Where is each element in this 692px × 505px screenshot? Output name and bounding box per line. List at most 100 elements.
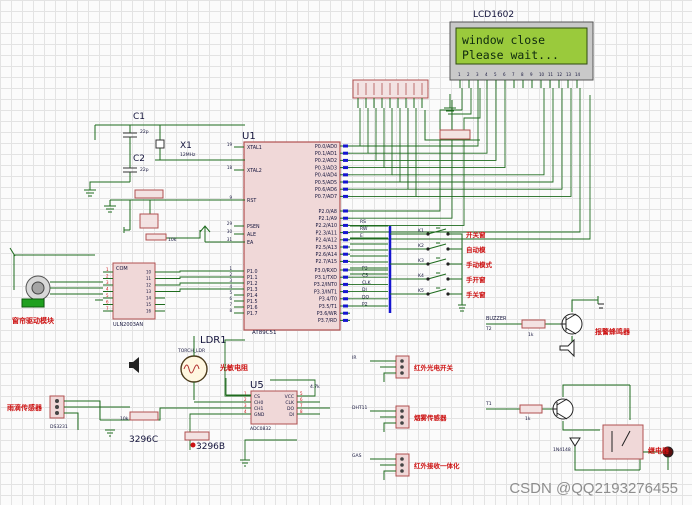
sensor-label: 红外光电开关 (414, 363, 454, 372)
key-contact (446, 277, 450, 281)
sensor-pin (400, 463, 404, 467)
motor-to-driver-wire (95, 281, 103, 301)
key-label: 手开窗 (466, 275, 486, 284)
mcu-right-pin-marker (343, 223, 348, 227)
adc-pin-num: 6 (300, 397, 303, 402)
mcu-left-pin-num: 4 (229, 284, 232, 289)
mcu-right-pin-marker (343, 194, 348, 198)
p3-net-label: DI (362, 287, 367, 293)
data-bus-wires (350, 88, 591, 240)
lcd-pin-num: 10 (539, 72, 545, 77)
net-label: E (360, 233, 363, 239)
mcu-u1[interactable]: U1 AT89C51 XTAL119XTAL218RST9PSEN29ALE30… (227, 131, 350, 336)
crystal-circuit[interactable] (94, 124, 245, 183)
mcu-left-pin-label: P1.4 (247, 293, 258, 299)
stepper-motor[interactable] (9, 247, 95, 308)
net-label: RW (360, 226, 368, 232)
mcu-right-pin-marker (343, 290, 348, 294)
mcu-right-pin-marker (343, 268, 348, 272)
p0-to-rp-wire (350, 108, 401, 183)
driver-pin-num: 1 (106, 267, 109, 272)
p0-to-lcd-wire (416, 88, 572, 197)
lcd-screen (455, 27, 588, 65)
relay-circuit[interactable] (486, 384, 674, 471)
sensor-pin (400, 469, 404, 473)
rp1-body (352, 79, 429, 99)
key-contact (446, 262, 450, 266)
mcu-right-pin-marker (343, 216, 348, 220)
mcu-left-pin-label: PSEN (247, 224, 260, 230)
mcu-right-pin-marker (343, 245, 348, 249)
p3-net-label: P3 (362, 266, 368, 272)
mcu-right-pin-marker (343, 173, 348, 177)
lcd-pin-num: 8 (521, 72, 524, 77)
rain-sensor[interactable] (49, 395, 250, 437)
mcu-left-pin-label: P1.3 (247, 287, 258, 293)
resistor-pack-rp1[interactable] (352, 79, 429, 108)
driver-com: COM (116, 266, 128, 272)
driver-pin-num: 5 (106, 293, 109, 298)
mcu-right-pin-marker (343, 231, 348, 235)
lcd-pin-num: 13 (566, 72, 572, 77)
lcd-pin-num: 1 (458, 72, 461, 77)
r-value: 10k (120, 416, 129, 422)
sensor-net: GAS (352, 453, 362, 459)
mcu-right-pin-label: P3.7/RD (318, 318, 337, 324)
mcu-right-pin-label: P3.0/RXD (315, 268, 338, 274)
buzzer-circuit[interactable] (486, 296, 604, 358)
key-net: K4 (418, 273, 424, 279)
mcu-right-pin-label: P0.6/AD6 (315, 187, 337, 193)
adc-part: ADC0832 (250, 426, 271, 432)
net-label: T2 (485, 326, 492, 332)
key-wire (390, 242, 463, 255)
lcd-contrast-pot[interactable] (424, 94, 480, 148)
key-wire (390, 272, 463, 285)
mcu-right-pin-marker (343, 158, 348, 162)
lcd-pin-num: 14 (575, 72, 581, 77)
driver-pin-num: 3 (106, 280, 109, 285)
key-contact (426, 277, 430, 281)
r-value: 1k (525, 416, 531, 422)
adc-ref: U5 (250, 380, 264, 391)
mcu-right-pin-label: P0.0/AD0 (315, 144, 337, 150)
mcu-left-pin-num: 3 (229, 278, 232, 283)
mcu-right-pin-marker (343, 252, 348, 256)
mcu-ref: U1 (242, 131, 256, 142)
pot-3296b[interactable] (184, 431, 210, 448)
adc-pin-label: CH1 (254, 406, 264, 412)
reset-circuit[interactable] (110, 189, 245, 241)
p3-net-label: CLK (362, 280, 372, 286)
mcu-right-pin-label: P0.4/AD4 (315, 173, 337, 179)
p0-to-lcd-wire (392, 88, 545, 176)
mcu-right-pin-marker (343, 282, 348, 286)
key-net: K5 (418, 288, 424, 294)
key-net: K2 (418, 243, 424, 249)
x1-value: 12MHz (180, 152, 196, 158)
key-wire (390, 227, 463, 240)
adc-pin-label: DI (289, 412, 294, 418)
ldr-sensor[interactable]: LDR1 TORCH_LDR (177, 335, 227, 400)
driver-wire (165, 282, 234, 286)
sensor-pin (400, 409, 404, 413)
mcu-right-pin-label: P2.2/A10 (315, 223, 337, 229)
ldr-part: TORCH_LDR (177, 348, 205, 354)
driver-pin-name: 15 (146, 302, 152, 307)
lcd-pin-num: 6 (503, 72, 506, 77)
adc-pin-num: 2 (244, 397, 247, 402)
lcd-pin-num: 4 (485, 72, 488, 77)
mcu-right-pin-marker (343, 187, 348, 191)
key-wire (390, 257, 463, 270)
watermark: CSDN @QQ2193276455 (509, 480, 678, 497)
mcu-right-pin-label: P0.5/AD5 (315, 180, 337, 186)
mcu-right-pin-marker (343, 297, 348, 301)
